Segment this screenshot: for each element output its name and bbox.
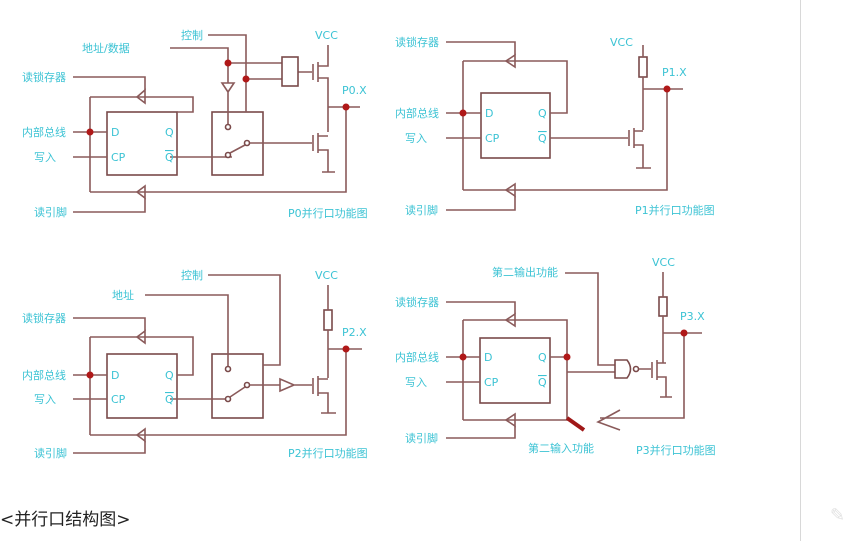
p2-title: P2并行口功能图 xyxy=(288,446,368,460)
pin-q: Q xyxy=(538,107,547,120)
p2-read-latch-label: 读锁存器 xyxy=(22,311,66,325)
p3-diagram: 第二输出功能 读锁存器 内部总线 写入 读引脚 VCC P3.X 第二输入功能 … xyxy=(395,256,716,457)
p0-write-label: 写入 xyxy=(34,151,56,164)
p0-read-latch-label: 读锁存器 xyxy=(22,70,66,84)
p3-vcc-label: VCC xyxy=(652,256,675,269)
p0-bus-label: 内部总线 xyxy=(22,125,66,139)
p0-diagram: 控制 地址/数据 读锁存器 内部总线 写入 读引脚 VCC P0.X P0并行口… xyxy=(22,28,368,220)
p3-read-pin-label: 读引脚 xyxy=(405,431,438,445)
p1-port-label: P1.X xyxy=(662,66,687,79)
p2-vcc-label: VCC xyxy=(315,269,338,282)
p0-read-pin-label: 读引脚 xyxy=(34,205,67,219)
pin-d: D xyxy=(111,126,119,139)
pin-d: D xyxy=(485,107,493,120)
p3-write-label: 写入 xyxy=(405,376,427,389)
pin-qbar: Q xyxy=(165,151,174,164)
p0-port-label: P0.X xyxy=(342,84,367,97)
pin-qbar: Q xyxy=(538,132,547,145)
p1-diagram: 读锁存器 内部总线 写入 读引脚 VCC P1.X P1并行口功能图 D CP … xyxy=(395,35,715,217)
p2-bus-label: 内部总线 xyxy=(22,368,66,382)
pin-q: Q xyxy=(165,126,174,139)
p0-latch xyxy=(106,111,178,176)
p3-second-in-label: 第二输入功能 xyxy=(528,441,594,455)
p1-bus-label: 内部总线 xyxy=(395,106,439,120)
p1-write-label: 写入 xyxy=(405,132,427,145)
p3-title: P3并行口功能图 xyxy=(636,443,716,457)
pin-cp: CP xyxy=(111,151,126,164)
pen-icon[interactable]: ✎ xyxy=(830,505,846,526)
p2-read-pin-label: 读引脚 xyxy=(34,446,67,460)
pin-cp: CP xyxy=(111,393,126,406)
p2-control-label: 控制 xyxy=(181,268,203,282)
pin-q: Q xyxy=(538,351,547,364)
p1-title: P1并行口功能图 xyxy=(635,203,715,217)
p3-port-label: P3.X xyxy=(680,310,705,323)
p3-read-latch-label: 读锁存器 xyxy=(395,295,439,309)
pin-d: D xyxy=(111,369,119,382)
sidebar-divider xyxy=(800,0,801,541)
p2-port-label: P2.X xyxy=(342,326,367,339)
p0-title: P0并行口功能图 xyxy=(288,206,368,220)
p0-control-label: 控制 xyxy=(181,28,203,42)
p2-write-label: 写入 xyxy=(34,393,56,406)
pin-qbar: Q xyxy=(165,393,174,406)
p0-vcc-label: VCC xyxy=(315,29,338,42)
port-structure-diagram: 控制 地址/数据 读锁存器 内部总线 写入 读引脚 VCC P0.X P0并行口… xyxy=(22,28,716,460)
pin-d: D xyxy=(484,351,492,364)
p1-vcc-label: VCC xyxy=(610,36,633,49)
pin-q: Q xyxy=(165,369,174,382)
p1-read-pin-label: 读引脚 xyxy=(405,203,438,217)
p3-bus-label: 内部总线 xyxy=(395,350,439,364)
figure-caption: <并行口结构图> xyxy=(0,510,131,530)
pin-cp: CP xyxy=(485,132,500,145)
p2-diagram: 控制 地址 读锁存器 内部总线 写入 读引脚 VCC P2.X P2并行口功能图… xyxy=(22,268,368,460)
pin-qbar: Q xyxy=(538,376,547,389)
p0-addr-data-label: 地址/数据 xyxy=(82,41,130,55)
p3-second-out-label: 第二输出功能 xyxy=(492,265,558,279)
p2-addr-label: 地址 xyxy=(112,288,134,302)
pin-cp: CP xyxy=(484,376,499,389)
p1-read-latch-label: 读锁存器 xyxy=(395,35,439,49)
